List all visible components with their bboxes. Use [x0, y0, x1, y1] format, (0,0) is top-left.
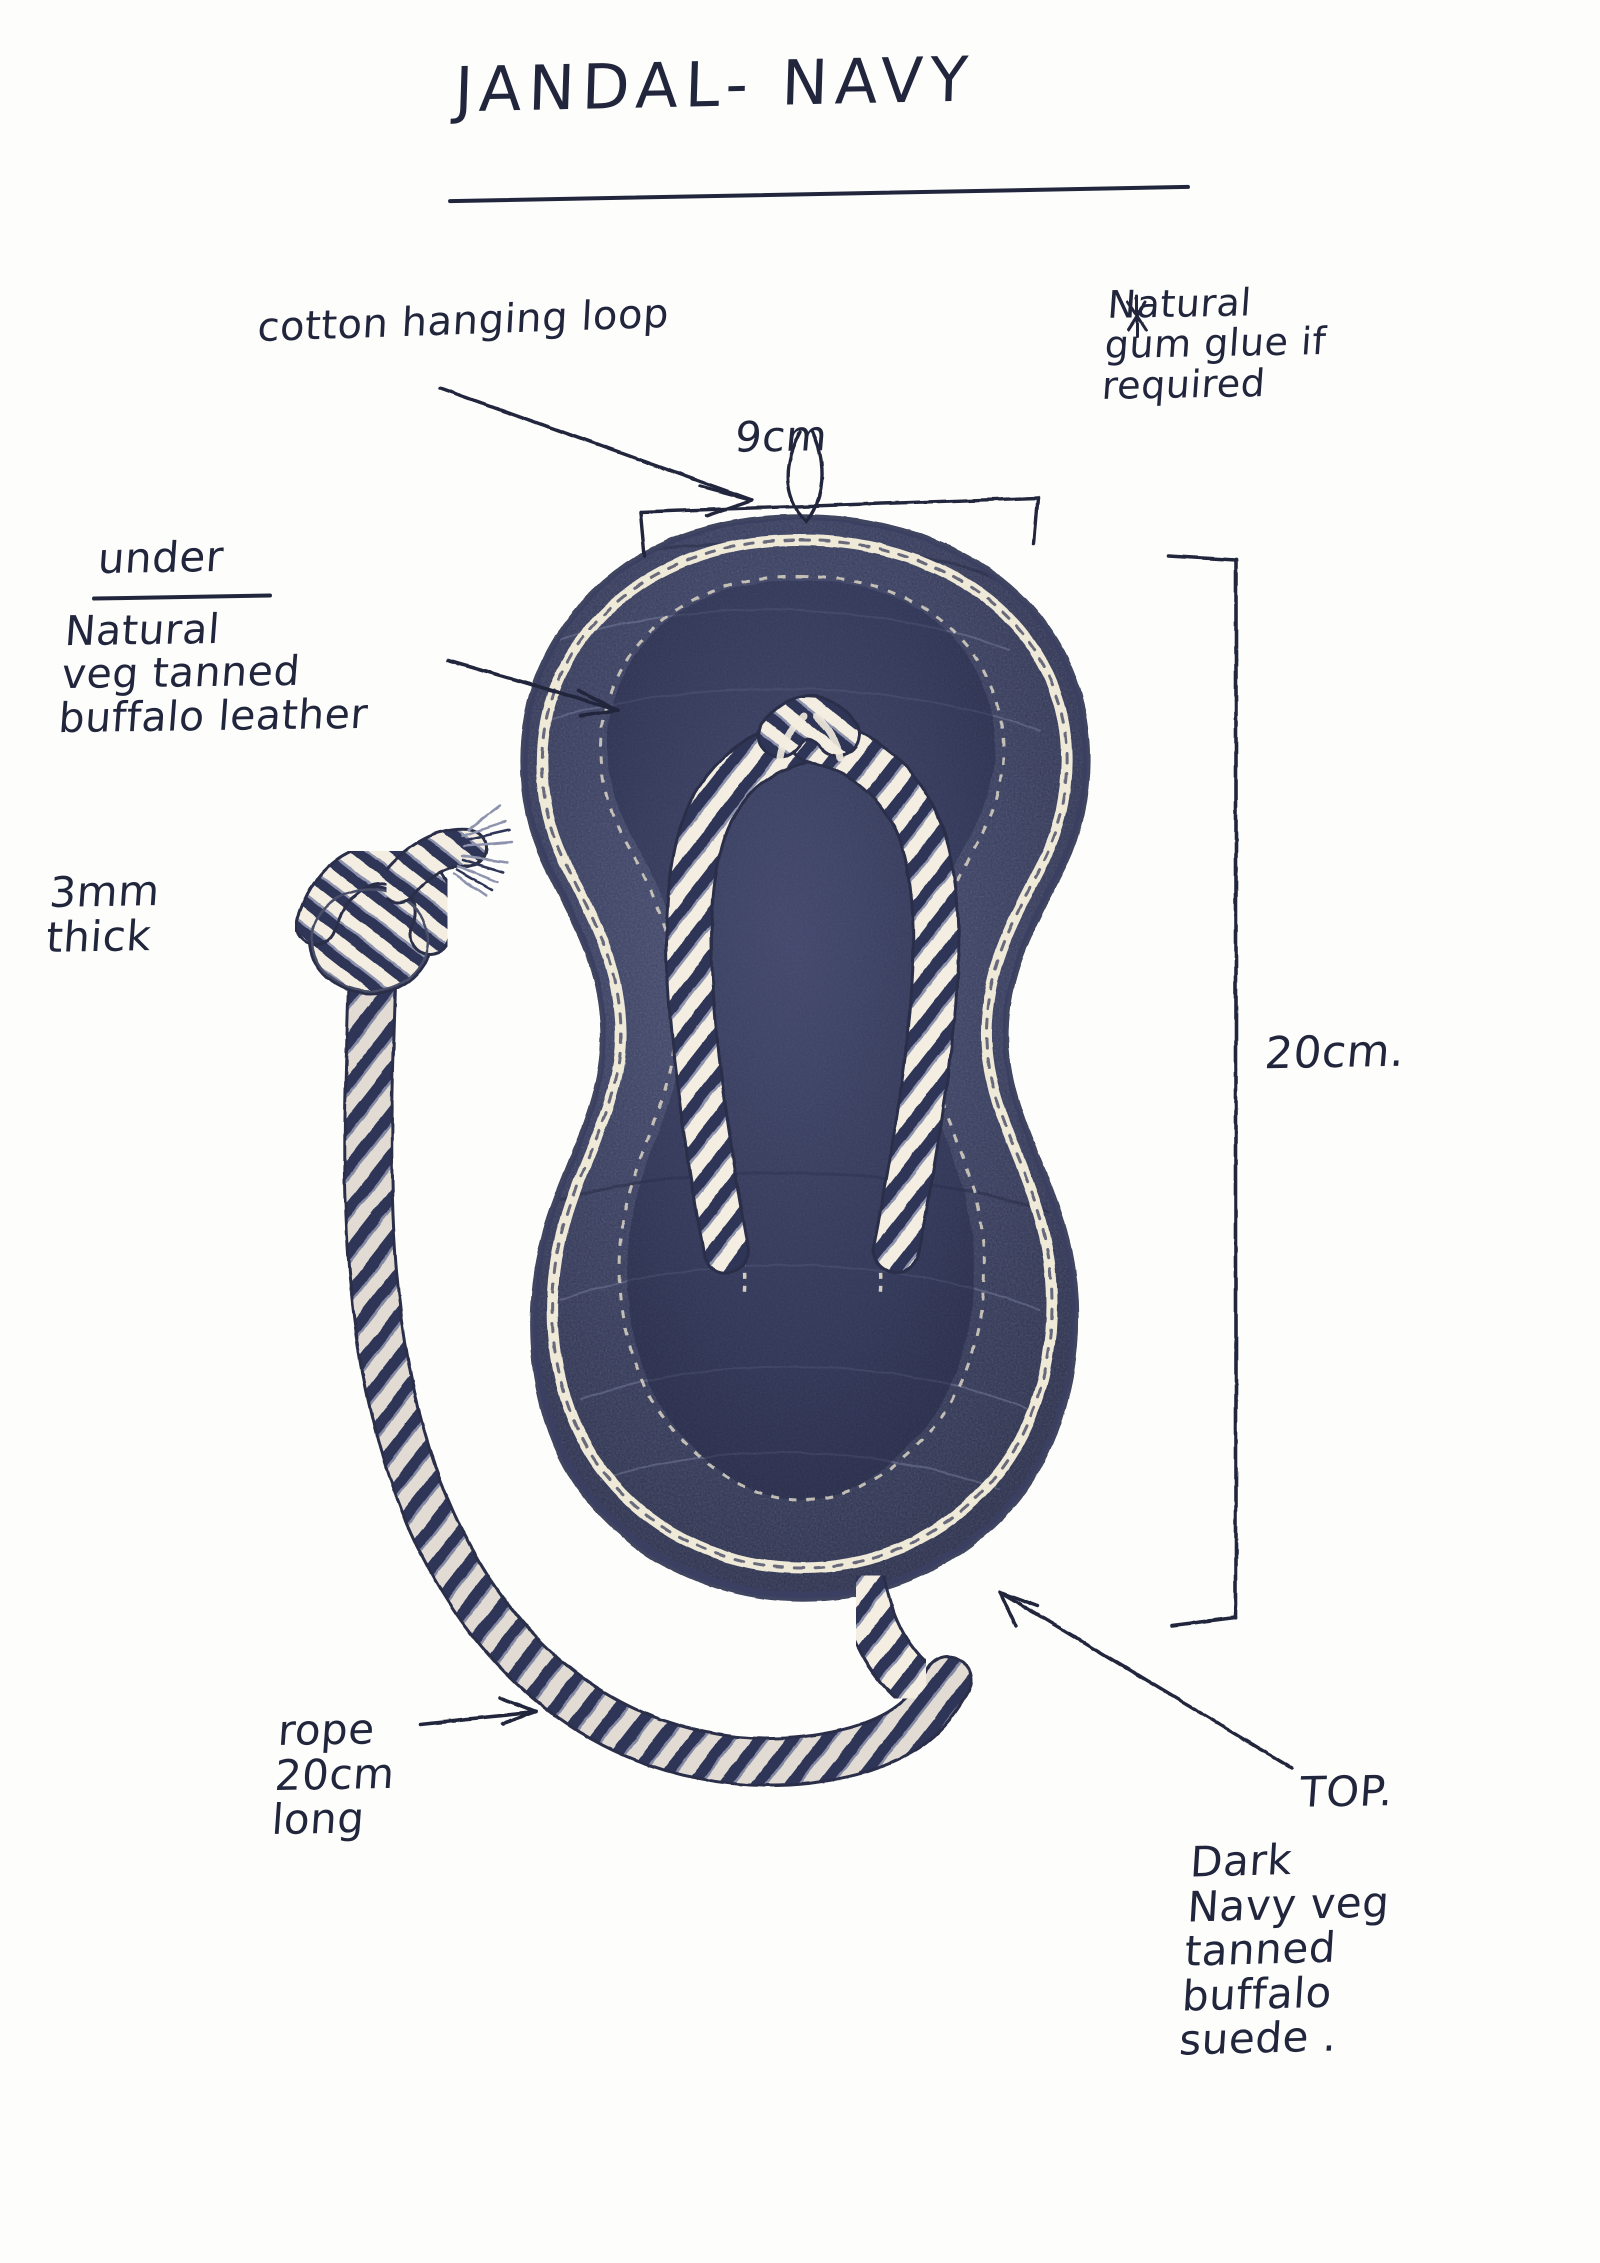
jandal-sole: [519, 514, 1091, 1602]
hanging-rope: [343, 960, 973, 1788]
annotation-under-heading: under: [96, 531, 226, 584]
dimension-line-width: [638, 496, 1040, 514]
annotation-under-material: Natural veg tanned buffalo leather: [56, 605, 370, 743]
leader-under-material: [446, 658, 620, 712]
leader-top-material: [998, 1590, 1294, 1770]
glue-note-marker: [1126, 294, 1148, 338]
annotation-glue-note: Natural gum glue if required: [1100, 280, 1328, 408]
annotation-under-thickness: 3mm thick: [44, 866, 162, 962]
rope-heel-exit: [837, 1561, 945, 1713]
annotation-top-material: Dark Navy veg tanned buffalo suede .: [1177, 1835, 1392, 2065]
page-title: JANDAL- NAVY: [453, 42, 977, 127]
leader-hanging-loop: [438, 386, 754, 502]
annotation-top-heading: TOP.: [1298, 1766, 1395, 1817]
annotation-rope: rope 20cm long: [270, 1704, 397, 1845]
rope-toe-post: [664, 694, 960, 1274]
rope-frayed-end: [378, 804, 514, 904]
dimension-label-length: 20cm.: [1262, 1025, 1407, 1080]
loop-pointer: [786, 428, 824, 525]
dimension-label-width: 9cm: [732, 411, 830, 462]
leader-rope: [418, 1710, 538, 1726]
